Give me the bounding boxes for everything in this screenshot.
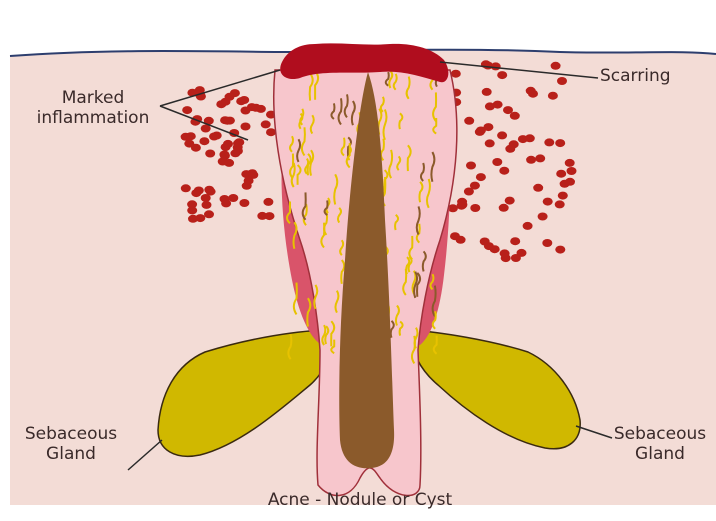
inflammation-dot [505,145,515,153]
inflammation-dot [257,212,267,220]
inflammation-dot [482,88,492,96]
inflammation-dot [181,184,191,192]
inflammation-dot [470,182,480,190]
inflammation-dot [186,132,196,140]
inflammation-dot [184,140,194,148]
inflammation-dot [263,198,273,206]
inflammation-dot [241,123,251,131]
inflammation-dot [225,93,235,101]
inflammation-dot [491,62,501,70]
inflammation-dot [182,106,192,114]
inflammation-dot [501,254,511,262]
inflammation-dot [201,194,211,202]
sebaceous-gland-right-label: Sebaceous Gland [604,424,716,464]
inflammation-dot [499,204,509,212]
inflammation-dot [497,71,507,79]
scarring-label: Scarring [600,66,671,86]
inflammation-dot [191,189,201,197]
inflammation-dot [510,237,520,245]
inflammation-dot [497,131,507,139]
inflammation-dot [222,117,232,125]
inflammation-dot [476,173,486,181]
inflammation-dot [551,62,561,70]
inflammation-dot [485,102,495,110]
inflammation-dot [567,167,577,175]
inflammation-dot [505,197,515,205]
inflammation-dot [456,236,466,244]
inflammation-dot [244,177,254,185]
inflammation-dot [204,186,214,194]
inflammation-dot [233,147,243,155]
inflammation-dot [209,133,219,141]
inflammation-dot [223,140,233,148]
inflammation-dot [464,117,474,125]
inflammation-dot [523,222,533,230]
inflammation-dot [517,249,527,257]
inflammation-dot [261,120,271,128]
inflammation-dot [544,138,554,146]
inflammation-dot [538,213,548,221]
inflammation-dot [187,206,197,214]
inflammation-dot [480,238,490,246]
inflammation-dot [565,178,575,186]
inflammation-dot [466,162,476,170]
inflammation-dot [555,139,565,147]
diagram-caption: Acne - Nodule or Cyst [200,490,520,510]
inflammation-dot [548,92,558,100]
inflammation-dot [556,170,566,178]
inflammation-dot [247,169,257,177]
inflammation-dot [528,90,538,98]
inflammation-dot [218,158,228,166]
inflammation-dot [251,104,261,112]
inflammation-dot [492,158,502,166]
inflammation-dot [204,210,214,218]
inflammation-dot [216,100,226,108]
inflammation-dot [533,184,543,192]
inflammation-dot [205,150,215,158]
inflammation-dot [510,112,520,120]
inflammation-dot [457,198,467,206]
marked-inflammation-label: Marked inflammation [18,88,168,128]
inflammation-dot [543,198,553,206]
inflammation-dot [470,204,480,212]
inflammation-dot [555,246,565,254]
inflammation-dot [518,135,528,143]
inflammation-dot [202,201,212,209]
inflammation-dot [558,192,568,200]
inflammation-dot [239,199,249,207]
inflammation-dot [565,159,575,167]
sebaceous-gland-left-label: Sebaceous Gland [14,424,128,464]
inflammation-dot [526,156,536,164]
inflammation-dot [542,239,552,247]
inflammation-dot [557,77,567,85]
inflammation-dot [555,200,565,208]
inflammation-dot [199,137,209,145]
inflammation-dot [219,151,229,159]
inflammation-dot [188,215,198,223]
inflammation-dot [451,70,461,78]
inflammation-dot [228,194,238,202]
inflammation-dot [490,245,500,253]
inflammation-dot [236,97,246,105]
inflammation-dot [535,154,545,162]
inflammation-dot [499,167,509,175]
inflammation-dot [483,123,493,131]
inflammation-dot [485,139,495,147]
